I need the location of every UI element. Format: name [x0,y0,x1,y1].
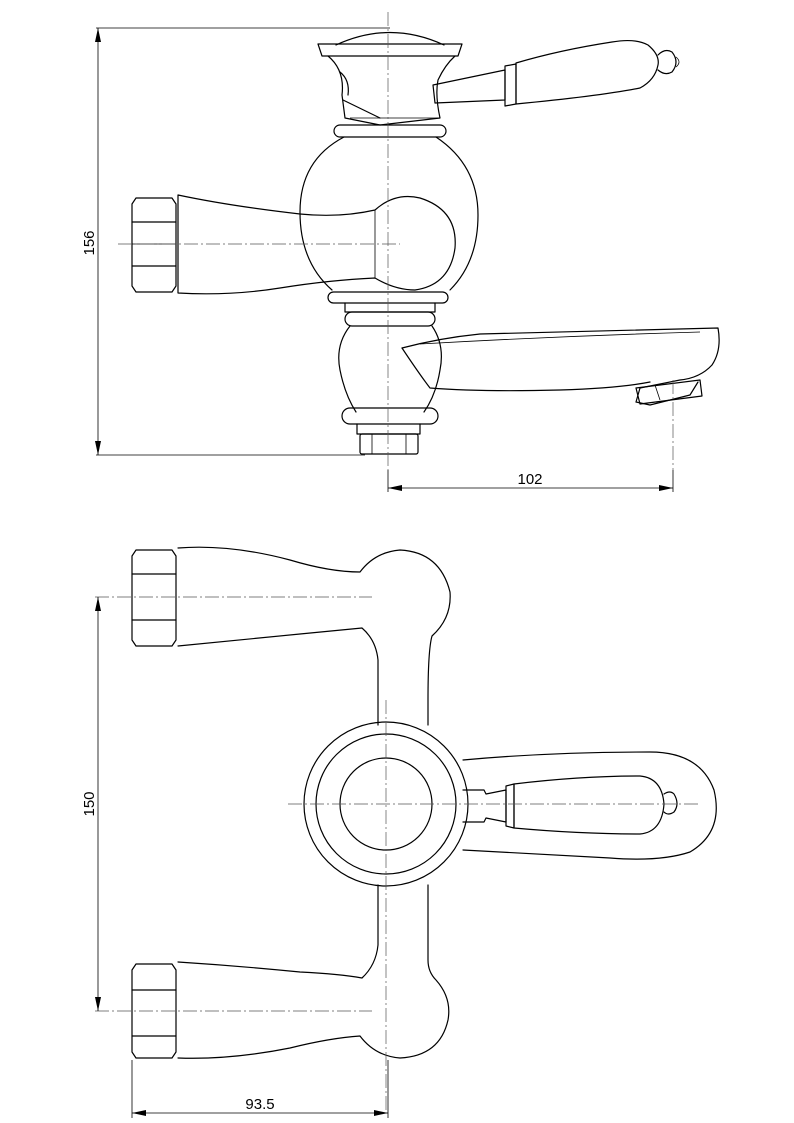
top-view [95,546,717,1110]
top-porcelain-handle [462,775,678,835]
lower-body [338,325,442,455]
spout [401,327,720,406]
side-inlet-arm [177,194,456,295]
upper-hex-nut [131,549,177,647]
lower-inlet-arm [177,884,450,1059]
spout-reach-dimension: 102 [387,470,674,492]
top-width-label: 93.5 [245,1096,274,1113]
lower-hex-nut [131,963,177,1059]
upper-inlet-arm [177,546,451,726]
side-height-dimension: 156 [81,27,390,456]
ball-body [299,136,479,291]
top-height-dimension: 150 [81,597,101,1011]
top-height-label: 150 [81,791,98,816]
side-porcelain-handle [432,39,680,107]
upper-ring [333,124,447,138]
top-width-dimension: 93.5 [131,1060,389,1118]
lever-loop [462,751,717,860]
side-hex-nut [131,197,177,293]
spout-reach-label: 102 [517,471,542,488]
side-height-label: 156 [81,230,98,255]
side-view [118,12,720,470]
top-lever-cap [317,32,463,126]
